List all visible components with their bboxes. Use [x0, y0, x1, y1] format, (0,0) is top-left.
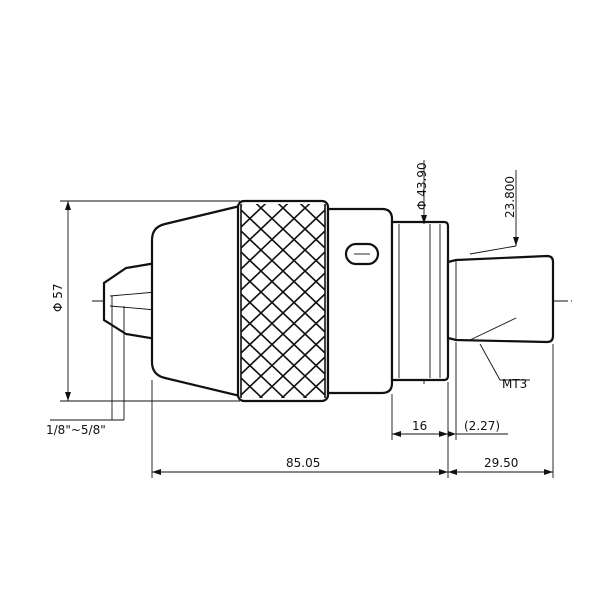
knurl-line — [241, 204, 325, 270]
knurl-line — [241, 504, 325, 584]
knurl-line — [241, 204, 325, 207]
collar — [390, 220, 450, 382]
dim-overall-diameter: Φ 57 — [51, 200, 240, 402]
label-taper-type-text: MT3 — [502, 377, 527, 391]
knurl-line — [241, 293, 325, 375]
dim-collar-diameter: Φ 43.90 — [415, 160, 429, 384]
extension-lines — [151, 342, 554, 478]
knurled-sleeve — [236, 84, 330, 584]
knurl-line — [241, 204, 325, 207]
dim-capacity: 1/8"~5/8" — [46, 296, 125, 437]
dim-collar-length: 16 — [392, 419, 448, 437]
knurl-line — [241, 441, 325, 521]
knurl-line — [241, 204, 325, 228]
dim-capacity-label: 1/8"~5/8" — [46, 423, 106, 437]
knurl-line — [241, 204, 325, 228]
dim-taper-diameter-label: 23.800 — [503, 176, 517, 218]
knurl-line — [241, 272, 325, 354]
dim-taper-length: 29.50 — [448, 456, 553, 475]
knurl-line — [241, 356, 325, 398]
dim-gap-length: (2.27) — [448, 419, 508, 437]
knurl-line — [241, 84, 325, 164]
knurl-line — [241, 314, 325, 396]
knurl-line — [241, 504, 325, 584]
knurl-line — [241, 462, 325, 542]
dim-taper-diameter: 23.800 — [469, 170, 519, 341]
dim-body-length: 85.05 — [152, 456, 448, 475]
knurl-line — [241, 105, 325, 185]
nose-cone — [150, 204, 242, 398]
knurl-line — [241, 483, 325, 563]
knurl-line — [241, 230, 325, 312]
dim-taper-length-label: 29.50 — [484, 456, 518, 470]
dim-body-length-label: 85.05 — [286, 456, 320, 470]
knurl-line — [241, 462, 325, 542]
rear-body — [326, 207, 394, 395]
knurl-line — [241, 377, 325, 398]
knurl-line — [241, 441, 325, 521]
label-taper-type: MT3 — [479, 343, 530, 391]
knurl-line — [241, 377, 325, 398]
knurl-line — [241, 84, 325, 164]
dim-overall-diameter-label: Φ 57 — [51, 283, 65, 312]
knurl-line — [241, 204, 325, 249]
knurl-line — [241, 251, 325, 333]
dim-gap-length-label: (2.27) — [464, 419, 500, 433]
knurl-line — [241, 105, 325, 185]
dim-collar-diameter-label: Φ 43.90 — [415, 162, 429, 210]
knurl-line — [241, 483, 325, 563]
taper-shank — [446, 254, 555, 344]
knurl-line — [241, 209, 325, 291]
knurl-line — [241, 335, 325, 398]
dim-collar-length-label: 16 — [412, 419, 427, 433]
